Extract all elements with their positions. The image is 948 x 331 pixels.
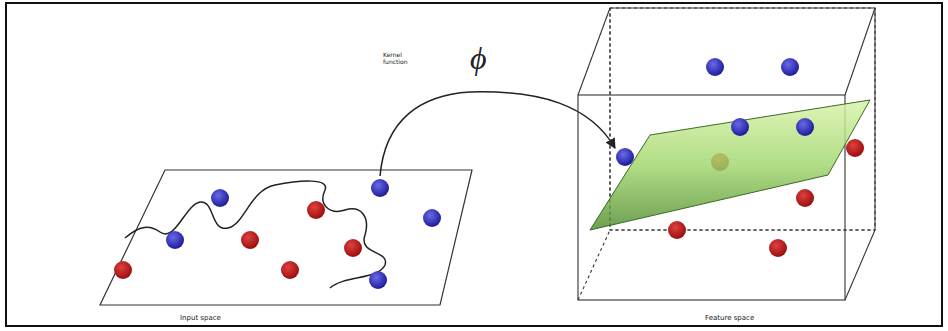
decision-curve [125,181,386,288]
phi-symbol: ϕ [470,40,487,77]
input-space-label: Input space [180,314,221,322]
frame [6,3,942,326]
feature-points-front [616,118,814,166]
feature-space-label: Feature space [705,314,754,322]
separating-hyperplane [590,100,870,230]
input-points [114,179,441,289]
kernel-label: Kernel function [383,52,413,66]
input-plane [100,170,472,305]
feature-box [578,8,875,300]
mapping-arrow [380,92,615,176]
